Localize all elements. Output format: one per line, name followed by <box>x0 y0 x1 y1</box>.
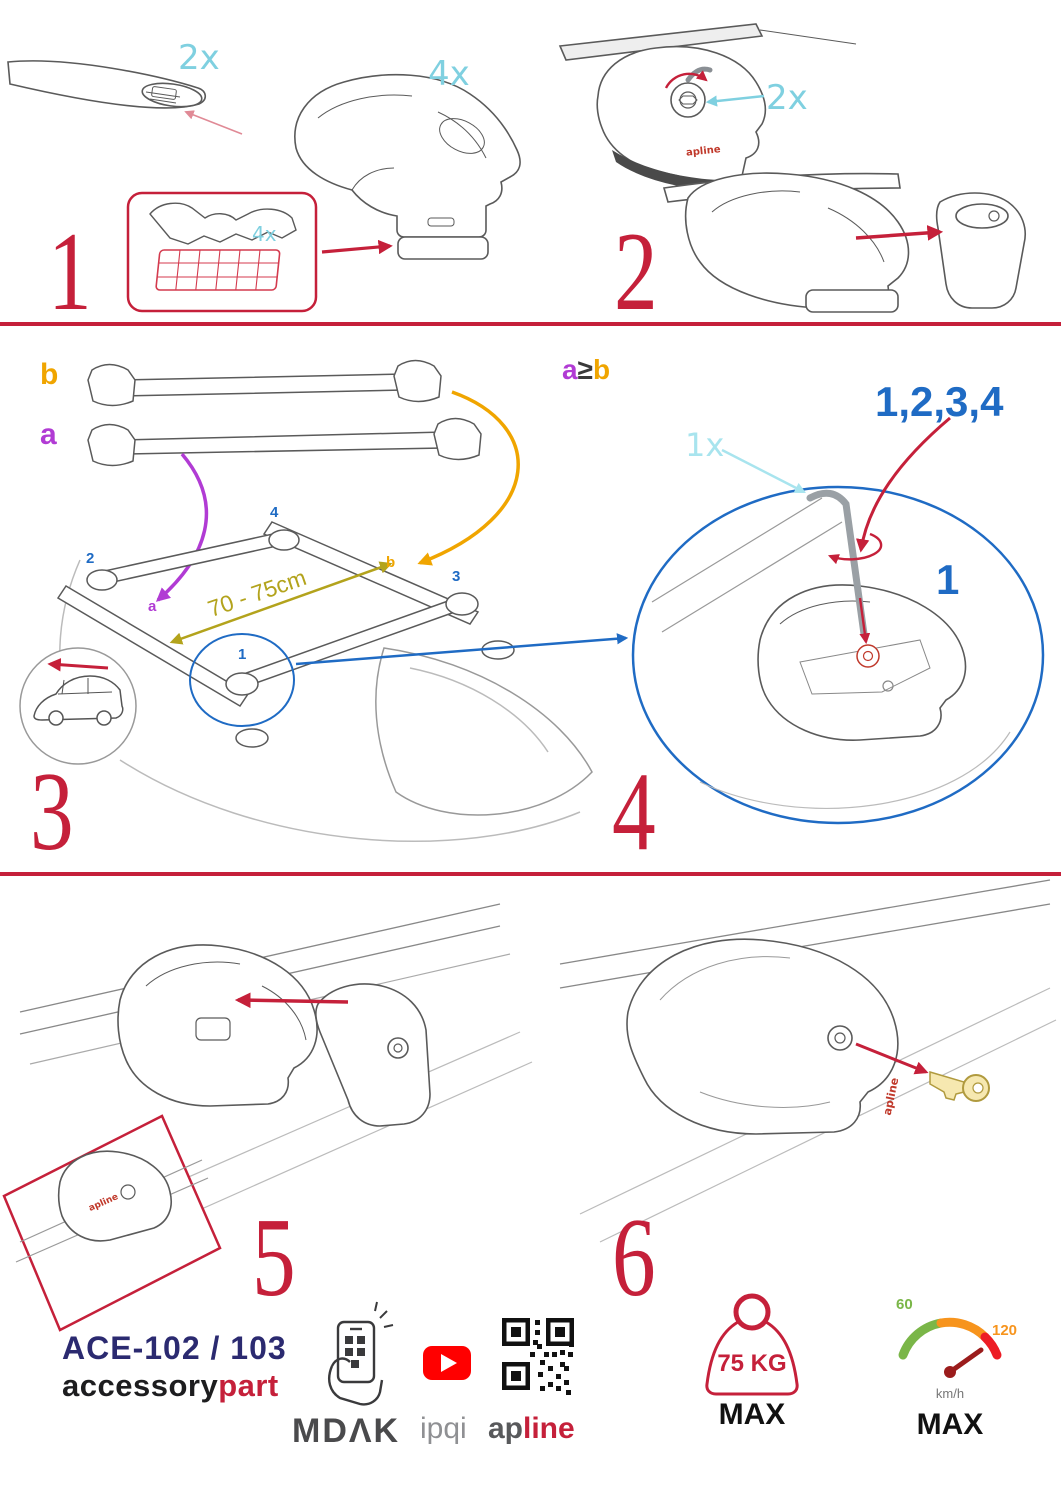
max-speed-label: MAX <box>916 1408 984 1441</box>
mdak-icon <box>328 1301 394 1406</box>
speed-high-label: 120 <box>992 1322 1018 1339</box>
step1-inset <box>126 191 393 313</box>
speed-low-label: 60 <box>896 1296 913 1313</box>
roof-pos-b: b <box>386 554 396 571</box>
step3-roof <box>56 521 629 843</box>
condition-label: a≥b <box>562 354 610 386</box>
bar-a-label: a <box>40 418 57 451</box>
condition-op: ≥ <box>577 354 593 385</box>
step3-number: 3 <box>30 750 74 874</box>
step2-number: 2 <box>614 210 658 334</box>
step3-arrow-b <box>417 390 520 566</box>
step4-qty-arrow <box>721 448 807 494</box>
step6-number: 6 <box>612 1196 656 1320</box>
youtube-icon <box>423 1346 471 1380</box>
speed-unit-label: km/h <box>935 1386 965 1401</box>
step2-tool-qty: 2x <box>766 78 808 118</box>
bar-b-label: b <box>40 358 59 391</box>
ipqi-wordmark: ipqi <box>420 1412 467 1445</box>
step3-bar-b <box>87 359 442 407</box>
step1-bar-qty: 2x <box>178 38 220 78</box>
max-weight-label: MAX <box>718 1398 786 1431</box>
step1-foot <box>294 73 521 260</box>
step1-number: 1 <box>48 210 92 334</box>
step4-sequence-arrow <box>855 416 951 553</box>
step3-arrow-a <box>155 452 209 602</box>
apline-wordmark: apline <box>488 1412 575 1446</box>
roof-pos-3: 3 <box>452 568 461 585</box>
roof-pos-a: a <box>148 598 157 615</box>
roof-pos-4: 4 <box>270 504 279 521</box>
step1-pad-qty: 4x <box>252 222 277 246</box>
step1-pointer-line <box>184 110 243 135</box>
step4-zoom <box>631 485 1045 825</box>
sequence-label: 1,2,3,4 <box>875 378 1004 425</box>
weight-icon <box>705 1293 799 1396</box>
step3-bar-a <box>87 417 482 467</box>
condition-a: a <box>562 354 578 385</box>
step1-crossbar <box>7 60 207 109</box>
apline-line: line <box>523 1412 575 1445</box>
first-position-label: 1 <box>936 556 960 603</box>
step2-top-assembly <box>558 23 857 190</box>
step2-qty-arrow <box>705 94 765 107</box>
brand-part: part <box>218 1368 279 1403</box>
step4-tool-qty: 1x <box>685 426 725 464</box>
apline-ap: ap <box>488 1412 524 1445</box>
condition-b: b <box>592 354 611 385</box>
qr-code-icon <box>502 1318 574 1395</box>
brand-accessory: accessory <box>62 1368 219 1403</box>
step2-bottom-assembly <box>662 172 1026 313</box>
speedometer-icon <box>898 1317 1002 1378</box>
roof-pos-2: 2 <box>86 550 95 567</box>
step5-art <box>2 903 533 1332</box>
section-divider-1 <box>0 322 1061 326</box>
section-divider-2 <box>0 872 1061 876</box>
mdak-wordmark: MDΛK <box>292 1412 401 1450</box>
brand-wordmark: accessorypart <box>62 1368 279 1404</box>
step4-number: 4 <box>612 750 656 874</box>
max-weight-value: 75 KG <box>717 1350 787 1377</box>
step5-number: 5 <box>252 1196 296 1320</box>
step1-foot-qty: 4x <box>428 54 470 94</box>
step6-art <box>559 879 1057 1243</box>
model-number: ACE-102 / 103 <box>62 1330 287 1366</box>
step3-car-inset <box>19 647 137 765</box>
roof-pos-1: 1 <box>238 646 247 663</box>
